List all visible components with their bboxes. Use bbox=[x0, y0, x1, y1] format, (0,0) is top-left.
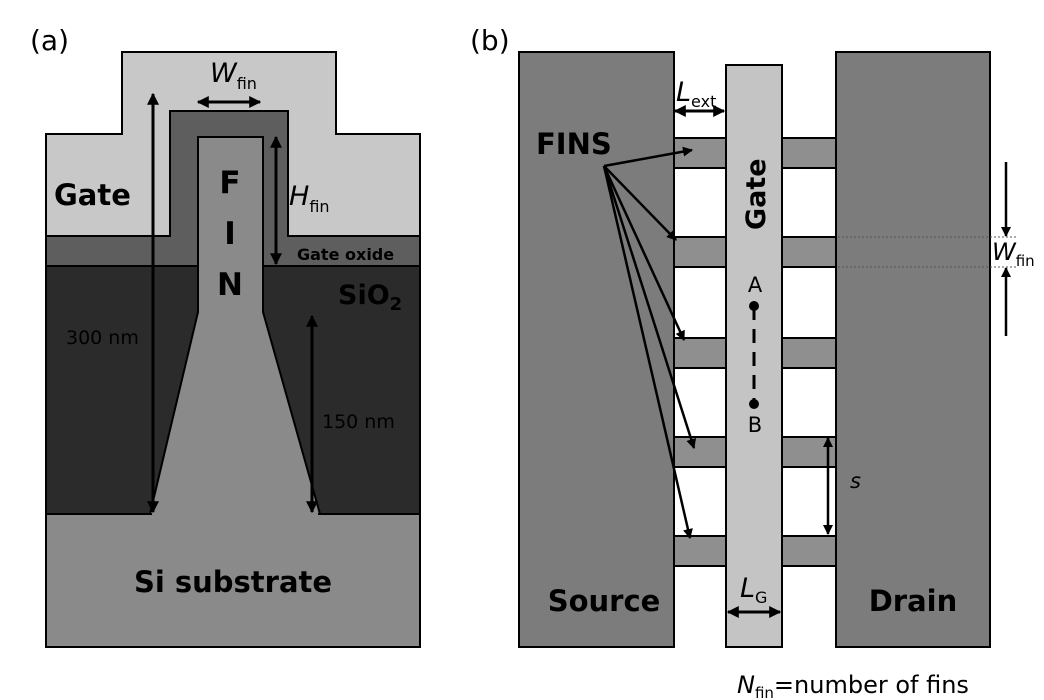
fins-arrow-4 bbox=[602, 165, 697, 449]
w-fin-label-b: Wfin bbox=[992, 238, 1035, 270]
fin-letter-n: N bbox=[217, 267, 243, 303]
si-substrate-region bbox=[45, 513, 421, 648]
h-fin-sub: fin bbox=[309, 197, 329, 216]
sio2-label: SiO2 bbox=[338, 280, 402, 315]
fins-pointer-arrows bbox=[602, 146, 697, 539]
fins-arrow-1 bbox=[603, 146, 693, 168]
h-fin-label: Hfin bbox=[289, 181, 330, 216]
source-region bbox=[518, 51, 675, 648]
fin-region bbox=[148, 136, 322, 515]
substrate-label: Si substrate bbox=[134, 565, 332, 599]
panel-a-label: (a) bbox=[30, 24, 69, 57]
w-fin-label-a: Wfin bbox=[210, 58, 257, 93]
w-fin-main-a: W bbox=[210, 58, 238, 89]
fins-arrow-5 bbox=[602, 165, 693, 539]
point-a-label: A bbox=[748, 273, 763, 297]
gate-oxide-label: Gate oxide bbox=[297, 245, 394, 264]
l-g-label: LG bbox=[740, 573, 767, 607]
spacing-label: s bbox=[850, 469, 861, 493]
fins-label: FINS bbox=[536, 127, 612, 161]
n-fin-caption: Nfin=number of fins bbox=[737, 671, 969, 700]
n-fin-main: N bbox=[737, 671, 755, 699]
gate-label-a: Gate bbox=[54, 178, 131, 212]
w-fin-main-b: W bbox=[992, 238, 1017, 266]
h-fin-main: H bbox=[289, 181, 309, 212]
n-fin-sub: fin bbox=[755, 684, 774, 700]
panel-b: (b) Source Drain Gate Lext LG FINS bbox=[470, 24, 1035, 700]
fin-letter-f: F bbox=[219, 165, 240, 201]
dim-150-label: 150 nm bbox=[322, 411, 395, 433]
l-ext-label: Lext bbox=[676, 77, 716, 111]
drain-label: Drain bbox=[869, 584, 958, 618]
gate-label-b: Gate bbox=[741, 158, 772, 230]
panel-a: (a) Gate F I N Gate oxide SiO2 Si substr… bbox=[30, 24, 421, 648]
l-ext-main: L bbox=[676, 77, 691, 108]
fin-letter-i: I bbox=[224, 216, 236, 252]
w-fin-sub-a: fin bbox=[237, 74, 257, 93]
fin-cover bbox=[152, 512, 318, 516]
dim-300-label: 300 nm bbox=[66, 327, 139, 349]
point-b-dot bbox=[749, 399, 759, 409]
source-label: Source bbox=[548, 584, 661, 618]
sio2-subscript: 2 bbox=[390, 294, 403, 315]
drain-region bbox=[835, 51, 991, 648]
l-g-main: L bbox=[740, 573, 755, 604]
point-b-label: B bbox=[748, 413, 762, 437]
l-ext-sub: ext bbox=[691, 92, 716, 111]
w-fin-sub-b: fin bbox=[1016, 252, 1035, 270]
l-g-sub: G bbox=[755, 588, 767, 607]
fins-arrow-2 bbox=[603, 165, 677, 241]
sio2-main: SiO bbox=[338, 280, 390, 311]
panel-b-label: (b) bbox=[470, 24, 510, 57]
fins-arrow-3 bbox=[602, 165, 686, 341]
n-fin-text: =number of fins bbox=[774, 671, 969, 699]
